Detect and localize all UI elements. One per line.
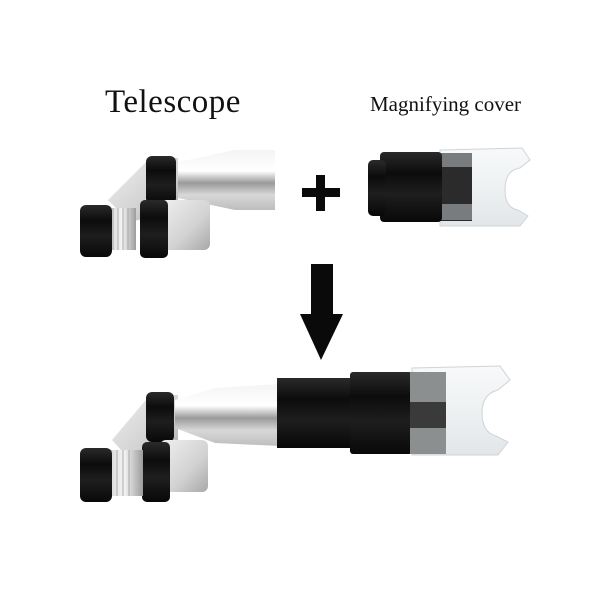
telescope-image [80,150,275,258]
plus-icon [302,175,340,211]
magnifying-cover-image [368,147,531,227]
assembled-telescope-image [80,365,511,502]
telescope-label: Telescope [105,84,241,120]
arrow-down-icon [300,264,343,360]
magnifying-cover-label: Magnifying cover [370,92,522,116]
